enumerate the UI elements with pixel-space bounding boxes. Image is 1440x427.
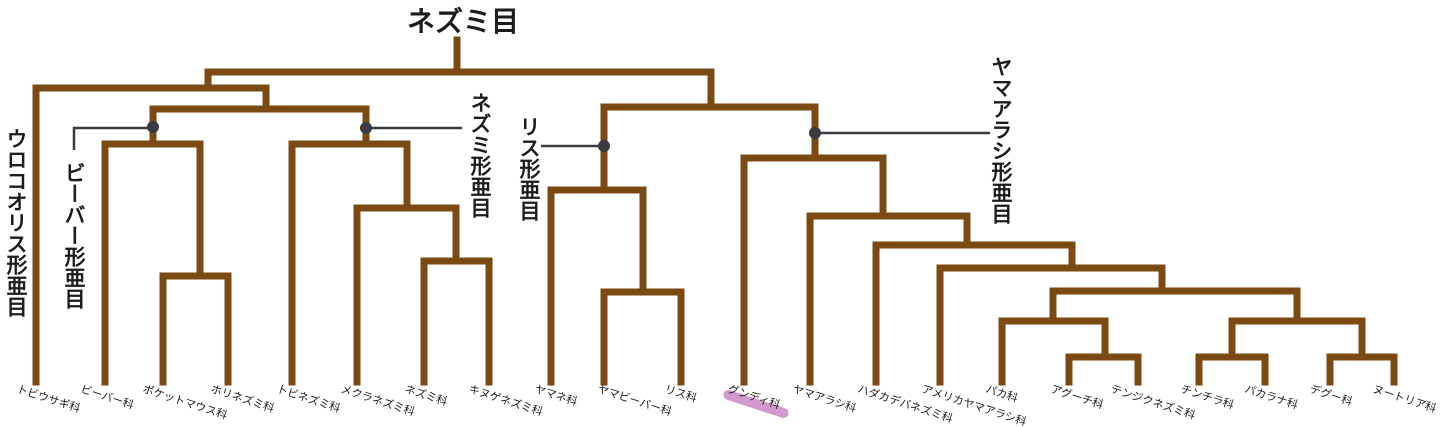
branch-myomorpha [288,140,411,386]
pointer-sciuromorpha-dot [598,140,610,152]
branch-sciuromorpha [547,186,647,386]
highlight-mark [723,390,789,418]
suborder-label-hystricomorpha: ヤマアラシ形亜目 [989,56,1013,224]
branch-chinchilla-octodon-split [1228,317,1366,361]
family-label: トビネズミ科 [275,382,342,416]
family-labels: トビウサギ科 ビーバー科 ポケットマウス科 ホリネズミ科 トビネズミ科 メクラネ… [15,382,1438,427]
tree-title: ネズミ目 [407,5,519,38]
branch-agouti-cavy [1065,353,1142,386]
family-label: アグーチ科 [1049,382,1105,412]
branch-castorimorpha [101,140,204,386]
family-label: ヌートリア科 [1371,382,1438,416]
branch-hystricomorpha [740,154,887,386]
branch-muridae-cricetidae [420,257,493,386]
branch-castori-myo-split [149,105,370,144]
branch-root-split [204,68,715,110]
suborder-labels: ウロコオリス形亜目 ビーバー形亜目 ネズミ形亜目 リス形亜目 ヤマアラシ形亜目 [4,56,1013,317]
branch-spalax-muridae [353,204,460,386]
family-label: ビーバー科 [79,382,136,412]
family-label: デグー科 [1308,382,1354,409]
branch-bathyergidae-split [872,241,1076,386]
branch-hystricidae-split [806,212,971,386]
branch-pocket-gopher [159,272,232,386]
suborder-label-anomaluromorpha: ウロコオリス形亜目 [4,128,28,317]
suborder-label-castorimorpha: ビーバー形亜目 [62,162,86,309]
pointer-castorimorpha-dot [147,121,159,133]
family-label: ヤマビーバー科 [596,382,673,419]
branch-cavioidea [998,317,1109,386]
branch-sciuro-hystrico-split [600,103,819,194]
suborder-label-sciuromorpha: リス形亜目 [517,116,541,221]
family-label: キヌゲネズミ科 [467,382,545,419]
branch-erethizontidae-split [936,264,1166,386]
branch-left-split [32,84,270,386]
suborder-pointers [72,121,990,152]
pointer-castorimorpha-line [72,126,153,150]
branch-aplodontia-sciurus [600,288,685,386]
family-label: ヤマアラシ科 [791,382,858,416]
pointer-myomorpha-dot [360,122,372,134]
branch-chinchilla-pacarana [1195,353,1269,386]
tree-branches [32,36,1398,386]
branch-caviomorph-split [1049,287,1301,325]
suborder-label-myomorpha: ネズミ形亜目 [468,92,492,218]
family-label: トビウサギ科 [15,382,82,416]
family-label: パカラナ科 [1243,382,1300,412]
pointer-hystricomorpha-dot [809,127,821,139]
branch-degu-nutria [1326,353,1398,386]
